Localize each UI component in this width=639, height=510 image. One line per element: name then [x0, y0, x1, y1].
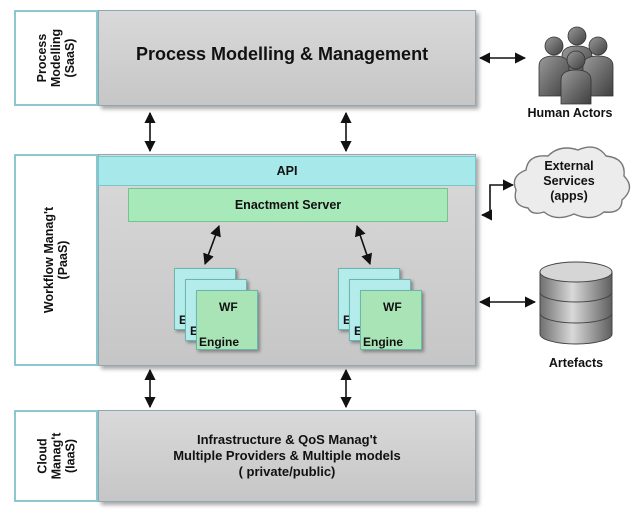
connector-arrows: [144, 52, 537, 409]
process-modelling-side-label-box: Process Modelling (SaaS): [14, 10, 98, 106]
cloud-icon: [513, 146, 631, 219]
wf-engine-card: WF Engine: [196, 290, 258, 350]
enactment-server-label: Enactment Server: [234, 198, 342, 212]
external-services-label: External Services (apps): [543, 159, 595, 203]
engine-card-label: E: [354, 324, 363, 338]
wf-engine-title: WF: [219, 300, 238, 314]
enactment-engine2-arrow: [354, 224, 373, 266]
workflow-side-label-box: Workflow Manag't (PaaS): [14, 154, 98, 366]
artefacts-label: Artefacts: [548, 356, 604, 370]
engine-card-label: E: [190, 324, 199, 338]
engine-card-label: E: [343, 313, 352, 327]
engine-card-label: E: [179, 313, 188, 327]
cloud-layer-text: Infrastructure & QoS Manag't Multiple Pr…: [173, 432, 401, 479]
process-modelling-layer: Process Modelling & Management: [98, 10, 476, 106]
api-label: API: [276, 164, 298, 178]
human-actors-icon: [538, 26, 614, 105]
cloud-side-label-box: Cloud Manag't (IaaS): [14, 410, 98, 502]
human-actors-label: Human Actors: [527, 106, 613, 120]
external-services-arrow: [480, 179, 515, 221]
wf-engine-subtitle: Engine: [363, 335, 404, 349]
api-bar: API: [98, 156, 476, 186]
enactment-server: Enactment Server: [128, 188, 448, 222]
enactment-engine1-arrow: [203, 224, 221, 266]
wf-engine-card: WF Engine: [360, 290, 422, 350]
cloud-layer: Infrastructure & QoS Manag't Multiple Pr…: [98, 410, 476, 502]
wf-engine-subtitle: Engine: [199, 335, 240, 349]
database-icon: [539, 261, 613, 345]
process-modelling-title: Process Modelling & Management: [136, 43, 429, 64]
wf-engine-title: WF: [383, 300, 402, 314]
